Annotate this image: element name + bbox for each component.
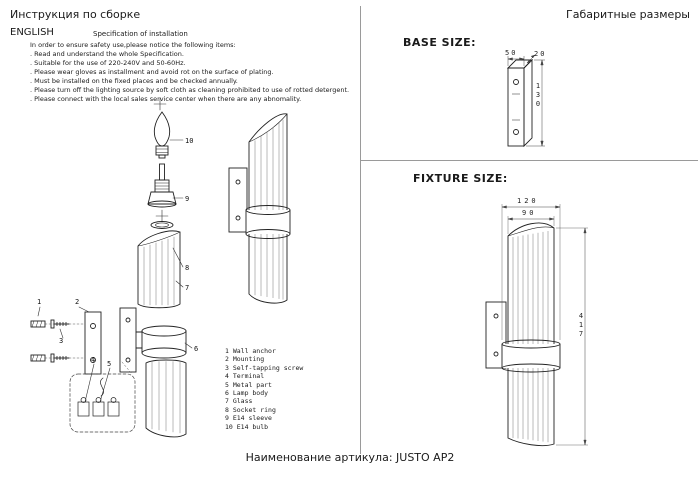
assembled-fixture-drawing [228, 113, 291, 304]
base-size-drawing [506, 54, 545, 148]
safety-item: . Please connect with the local sales se… [30, 95, 302, 103]
safety-item: . Read and understand the whole Specific… [30, 50, 184, 58]
e14-bulb-drawing [153, 111, 171, 159]
callout-1: 1 [37, 298, 41, 306]
dimensions-title: Габаритные размеры [566, 8, 690, 21]
socket-ring-drawing [150, 221, 174, 229]
safety-items: . Read and understand the whole Specific… [30, 50, 349, 104]
safety-intro: In order to ensure safety use,please not… [30, 41, 236, 49]
parts-list-item: 8 Socket ring [225, 405, 276, 414]
horizontal-divider [361, 160, 698, 161]
parts-list-item: 9 E14 sleeve [225, 414, 272, 423]
parts-list-item: 2 Mounting [225, 355, 265, 364]
parts-list-item: 1 Wall anchor [225, 347, 276, 355]
parts-list-item: 5 Metal part [225, 380, 272, 389]
exploded-view-diagram: 10 9 8 7 6 1 2 3 4 5 [30, 98, 291, 438]
callout-7: 7 [185, 284, 189, 292]
safety-item: . Must be installed on the fixed places … [30, 77, 238, 85]
terminal-detail-inset [69, 361, 136, 433]
parts-list-item: 7 Glass [225, 397, 253, 406]
spec-subtitle: Specification of installation [93, 30, 188, 38]
vertical-divider [360, 6, 361, 454]
fixture-height-dim: 417 [577, 312, 585, 339]
fixture-inner-width-dim: 90 [522, 209, 537, 217]
lamp-body-drawing [119, 307, 187, 373]
article-name: Наименование артикула: JUSTO AP2 [245, 451, 455, 464]
callout-8: 8 [185, 264, 189, 272]
centerline-mark-icon [153, 98, 169, 223]
fixture-size-drawing [485, 204, 588, 447]
callout-10: 10 [185, 137, 193, 145]
safety-item: . Please wear gloves as installment and … [30, 68, 274, 76]
parts-list-item: 10 E14 bulb [225, 422, 269, 431]
parts-list: 1 Wall anchor 2 Mounting 3 Self-tapping … [225, 347, 303, 431]
glass-lower-drawing [145, 359, 187, 438]
callout-3: 3 [59, 337, 63, 345]
callout-numbers: 10 9 8 7 6 1 2 3 4 5 [37, 137, 198, 368]
safety-item: . Suitable for the use of 220-240V and 5… [30, 59, 186, 67]
callout-2: 2 [75, 298, 79, 306]
assembly-title: Инструкция по сборке [10, 8, 141, 21]
fixture-width-dim: 120 [517, 197, 539, 205]
callout-5: 5 [107, 360, 111, 368]
safety-item: . Please turn off the lighting source by… [30, 86, 350, 94]
glass-upper-drawing [137, 230, 181, 309]
base-size-label: BASE SIZE: [403, 36, 477, 49]
callout-leaders [37, 139, 193, 403]
base-height-dim: 130 [534, 82, 542, 109]
base-width-dim: 50 [505, 49, 518, 57]
language-label: ENGLISH [10, 27, 54, 38]
fixture-size-label: FIXTURE SIZE: [413, 172, 508, 185]
callout-6: 6 [194, 345, 198, 353]
callout-9: 9 [185, 195, 189, 203]
mounting-plate-drawing [84, 311, 102, 375]
e14-sleeve-drawing [147, 163, 177, 208]
wall-anchor-drawing [30, 320, 46, 362]
parts-list-item: 3 Self-tapping screw [225, 363, 304, 372]
parts-list-item: 6 Lamp body [225, 389, 269, 398]
callout-4: 4 [91, 356, 95, 364]
parts-list-item: 4 Terminal [225, 372, 265, 381]
base-depth-dim: 20 [534, 50, 547, 58]
